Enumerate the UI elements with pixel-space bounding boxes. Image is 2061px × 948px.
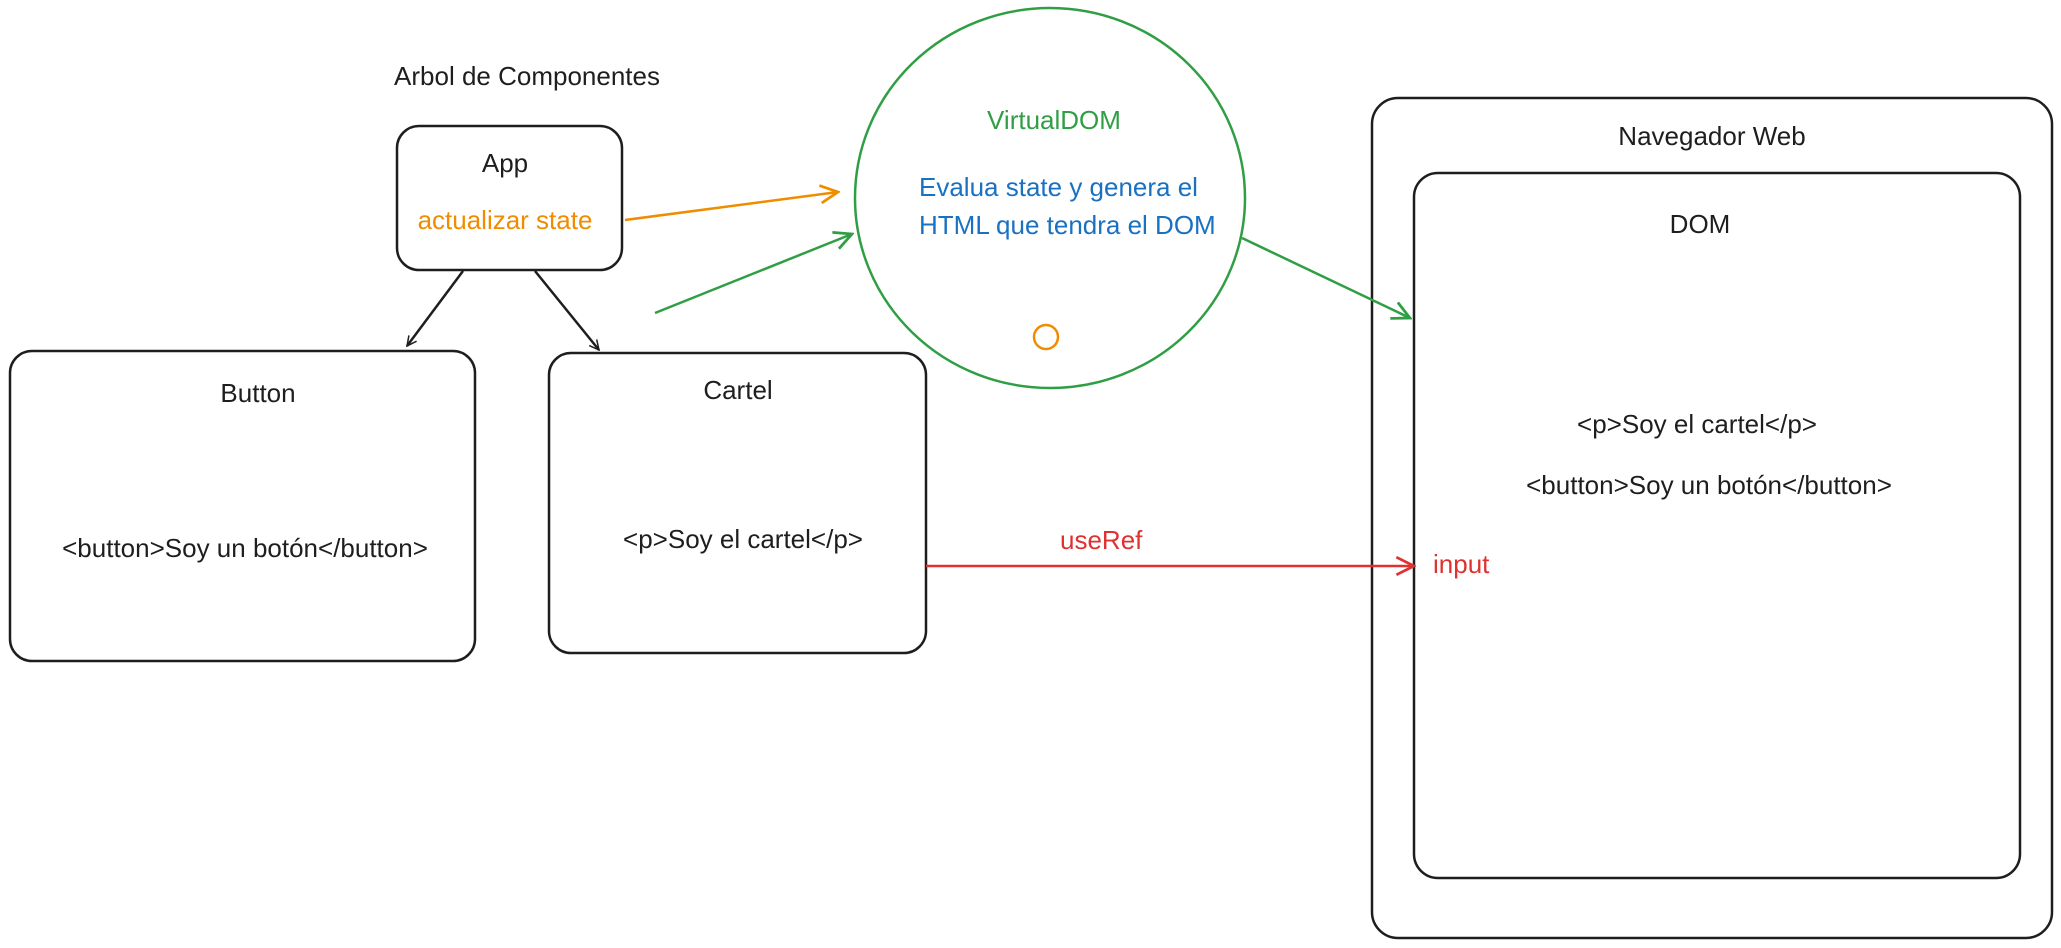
state-indicator-icon: [1032, 323, 1060, 351]
dom-input-label: input: [1433, 549, 1490, 579]
edge-app-to-button: [407, 270, 465, 346]
useref-label: useRef: [1060, 525, 1143, 555]
dom-title: DOM: [1669, 209, 1731, 239]
browser-title: Navegador Web: [1618, 121, 1806, 151]
edge-virtualdom-to-dom: [1241, 236, 1410, 318]
edge-tree-to-virtualdom: [654, 234, 852, 315]
cartel-label: Cartel: [703, 375, 773, 405]
app-label: App: [481, 148, 529, 178]
dom-paragraph: <p>Soy el cartel</p>: [1577, 409, 1817, 439]
app-action-label: actualizar state: [417, 205, 593, 235]
dom-frame[interactable]: [1412, 171, 2022, 880]
tree-title: Arbol de Componentes: [394, 61, 660, 91]
button-content: <button>Soy un botón</button>: [62, 533, 428, 563]
browser-frame[interactable]: [1370, 96, 2054, 940]
edge-update-state: [624, 192, 838, 222]
cartel-content: <p>Soy el cartel</p>: [623, 524, 863, 554]
button-label: Button: [220, 378, 296, 408]
dom-button: <button>Soy un botón</button>: [1526, 470, 1892, 500]
edge-app-to-cartel: [534, 270, 599, 350]
virtualdom-node[interactable]: [853, 6, 1247, 390]
virtualdom-title: VirtualDOM: [987, 105, 1121, 135]
button-node[interactable]: [8, 349, 477, 663]
cartel-node[interactable]: [547, 351, 928, 655]
app-node[interactable]: [395, 124, 624, 272]
virtualdom-description: Evalua state y genera el HTML que tendra…: [919, 172, 1216, 240]
